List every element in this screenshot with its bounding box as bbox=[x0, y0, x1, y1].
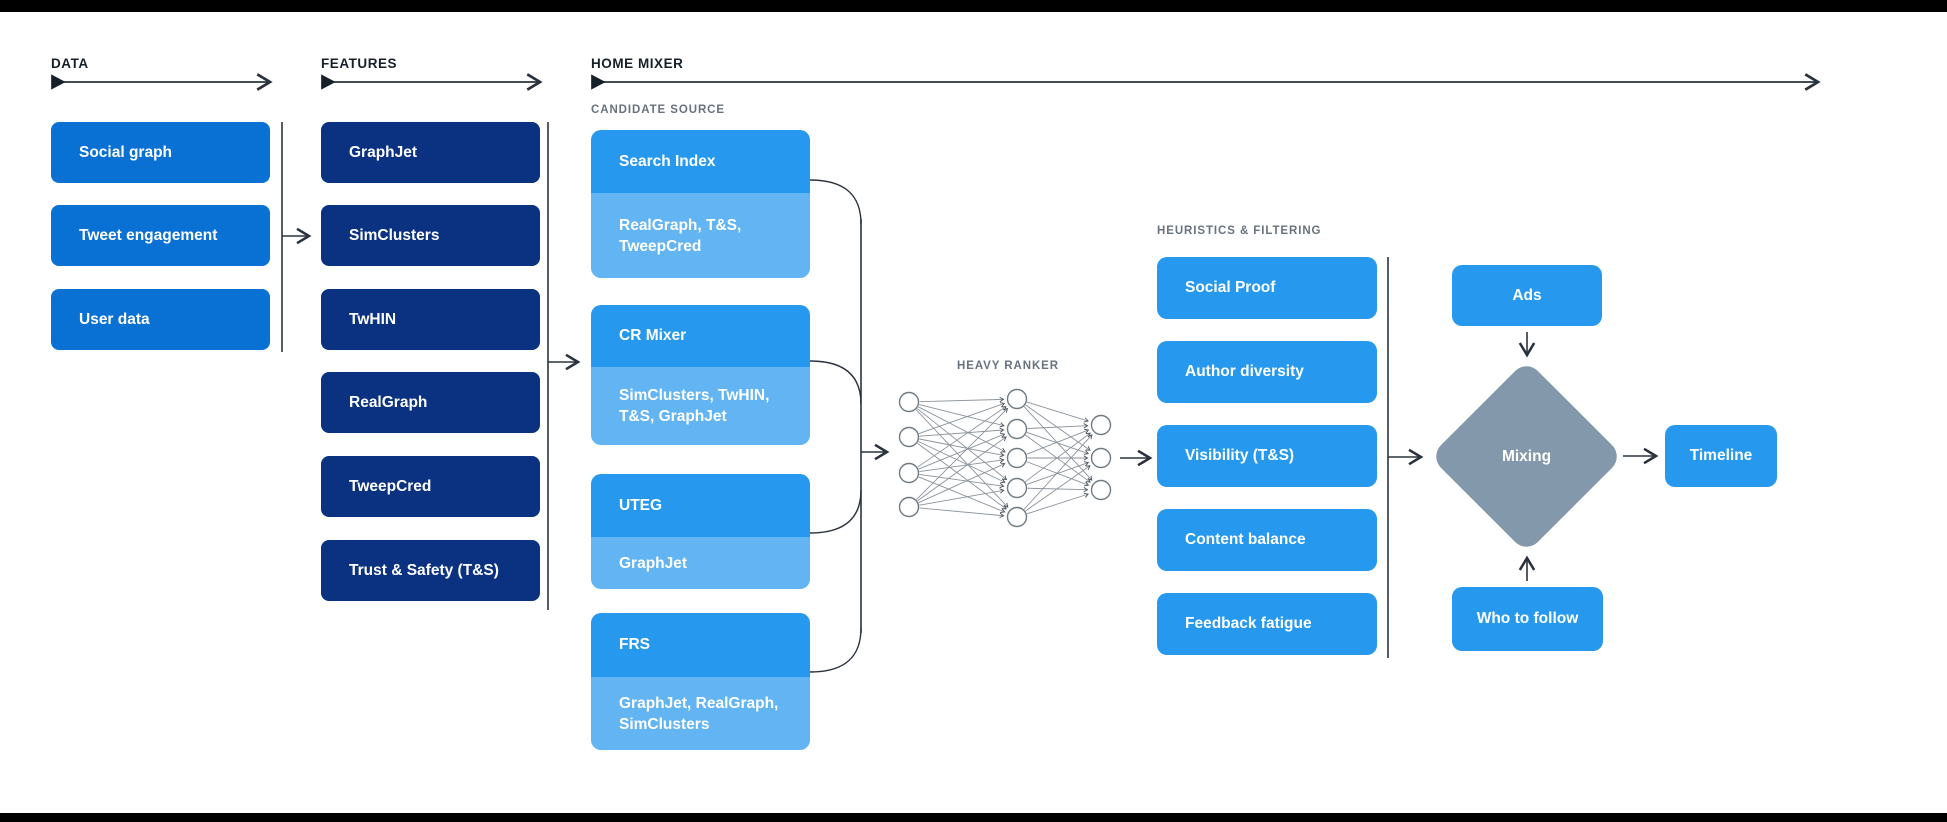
box-author-diversity: Author diversity bbox=[1157, 341, 1377, 403]
card-uteg: UTEG GraphJet bbox=[591, 474, 810, 589]
box-tweet-engagement: Tweet engagement bbox=[51, 205, 270, 266]
section-header-data: DATA bbox=[51, 56, 89, 71]
flow-arrows bbox=[282, 227, 1659, 581]
heuristics-filtering-label: HEURISTICS & FILTERING bbox=[1157, 225, 1322, 237]
card-search-index-title: Search Index bbox=[591, 130, 810, 193]
candidate-source-label: CANDIDATE SOURCE bbox=[591, 104, 725, 116]
top-black-bar bbox=[0, 0, 1947, 12]
nn-graphic bbox=[898, 388, 1112, 528]
box-twhin: TwHIN bbox=[321, 289, 540, 350]
candidate-merge-curves bbox=[809, 179, 862, 673]
box-simclusters: SimClusters bbox=[321, 205, 540, 266]
box-visibility: Visibility (T&S) bbox=[1157, 425, 1377, 487]
card-uteg-sources: GraphJet bbox=[591, 537, 810, 589]
card-cr-mixer: CR Mixer SimClusters, TwHIN, T&S, GraphJ… bbox=[591, 305, 810, 445]
box-feedback-fatigue: Feedback fatigue bbox=[1157, 593, 1377, 655]
heavy-ranker-label: HEAVY RANKER bbox=[957, 360, 1059, 372]
section-header-features: FEATURES bbox=[321, 56, 398, 71]
card-search-index: Search Index RealGraph, T&S, TweepCred bbox=[591, 130, 810, 278]
box-tweepcred: TweepCred bbox=[321, 456, 540, 517]
card-frs-title: FRS bbox=[591, 613, 810, 677]
card-uteg-title: UTEG bbox=[591, 474, 810, 537]
box-timeline: Timeline bbox=[1665, 425, 1777, 487]
card-frs: FRS GraphJet, RealGraph, SimClusters bbox=[591, 613, 810, 750]
box-user-data: User data bbox=[51, 289, 270, 350]
box-ads: Ads bbox=[1452, 265, 1602, 326]
box-social-proof: Social Proof bbox=[1157, 257, 1377, 319]
card-cr-mixer-title: CR Mixer bbox=[591, 305, 810, 367]
box-content-balance: Content balance bbox=[1157, 509, 1377, 571]
card-cr-mixer-sources: SimClusters, TwHIN, T&S, GraphJet bbox=[591, 367, 810, 445]
box-graphjet: GraphJet bbox=[321, 122, 540, 183]
box-trust-safety: Trust & Safety (T&S) bbox=[321, 540, 540, 601]
box-who-to-follow: Who to follow bbox=[1452, 587, 1603, 651]
box-realgraph: RealGraph bbox=[321, 372, 540, 433]
box-social-graph: Social graph bbox=[51, 122, 270, 183]
bottom-black-bar bbox=[0, 813, 1947, 822]
divider-lines bbox=[281, 122, 1389, 658]
card-frs-sources: GraphJet, RealGraph, SimClusters bbox=[591, 677, 810, 750]
card-search-index-sources: RealGraph, T&S, TweepCred bbox=[591, 193, 810, 278]
section-header-home-mixer: HOME MIXER bbox=[591, 56, 684, 71]
